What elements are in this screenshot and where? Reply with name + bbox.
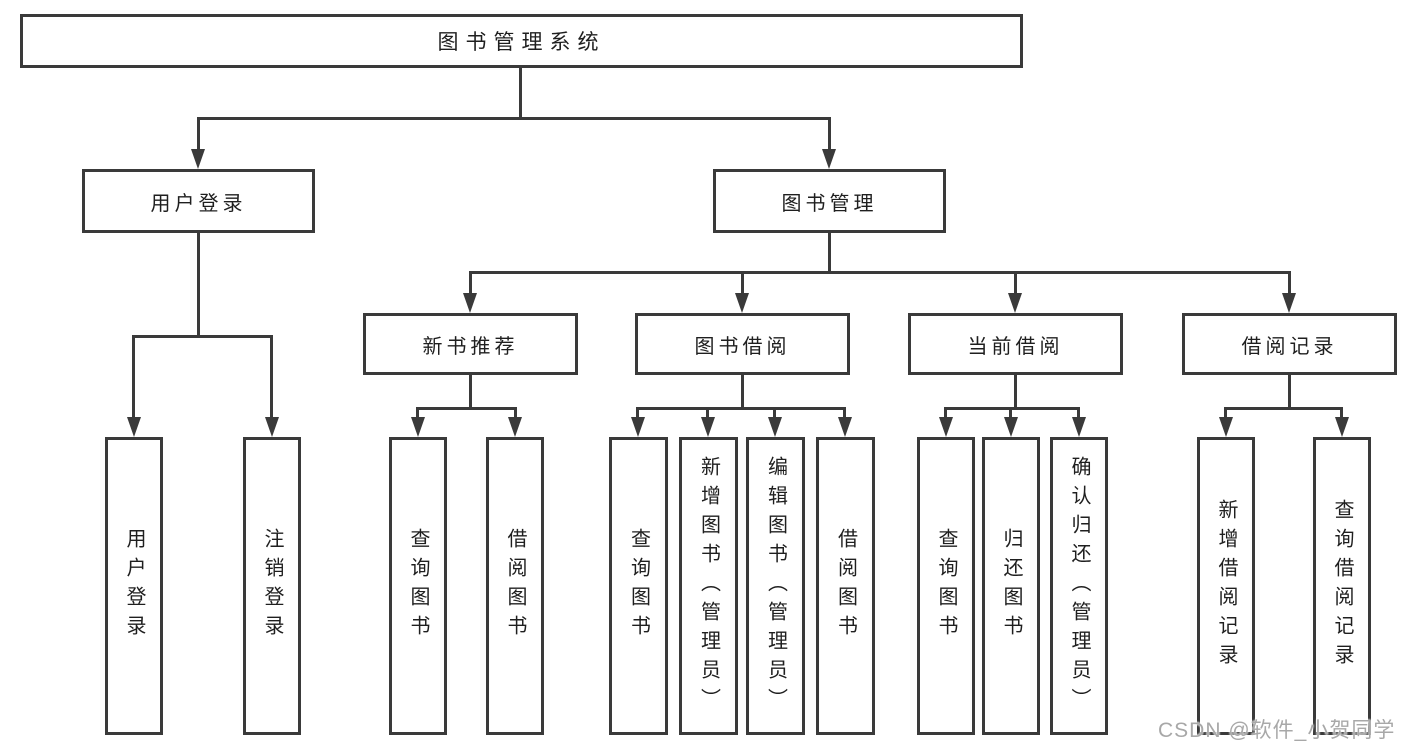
- arrowhead-down-icon: [631, 417, 645, 437]
- leaf-user-login: 用户登录: [105, 437, 163, 735]
- arrowhead-down-icon: [1008, 293, 1022, 313]
- connector-line: [197, 233, 200, 335]
- watermark: CSDN @软件_小贺同学: [1158, 719, 1396, 742]
- leaf-current-return-book-label: 归还图书: [1000, 528, 1022, 644]
- node-book-management: 图书管理: [713, 169, 946, 233]
- node-root: 图书管理系统: [20, 14, 1023, 68]
- connector-line: [636, 407, 846, 410]
- arrowhead-down-icon: [265, 417, 279, 437]
- connector-line: [828, 117, 831, 149]
- connector-line: [1224, 407, 1343, 410]
- connector-line: [828, 233, 831, 271]
- node-book-borrow-label: 图书借阅: [694, 335, 791, 358]
- arrowhead-down-icon: [735, 293, 749, 313]
- connector-line: [416, 407, 419, 417]
- node-current-borrow: 当前借阅: [908, 313, 1123, 375]
- leaf-borrow-add-book-admin-label: 新增图书（管理员）: [697, 455, 720, 717]
- leaf-newrec-borrow-book-label: 借阅图书: [504, 528, 526, 644]
- leaf-newrec-borrow-book: 借阅图书: [486, 437, 544, 735]
- node-borrow-records-label: 借阅记录: [1241, 335, 1338, 358]
- arrowhead-down-icon: [1335, 417, 1349, 437]
- node-borrow-records: 借阅记录: [1182, 313, 1397, 375]
- leaf-current-confirm-return-admin: 确认归还（管理员）: [1050, 437, 1108, 735]
- connector-line: [1014, 375, 1017, 407]
- leaf-newrec-query-book-label: 查询图书: [407, 528, 429, 644]
- arrowhead-down-icon: [822, 149, 836, 169]
- arrowhead-down-icon: [768, 417, 782, 437]
- node-user-login-label: 用户登录: [150, 192, 247, 215]
- arrowhead-down-icon: [1282, 293, 1296, 313]
- arrowhead-down-icon: [508, 417, 522, 437]
- leaf-borrow-edit-book-admin: 编辑图书（管理员）: [746, 437, 805, 735]
- leaf-borrow-query-book: 查询图书: [609, 437, 668, 735]
- connector-line: [469, 271, 472, 293]
- node-root-label: 图书管理系统: [437, 31, 606, 54]
- connector-line: [270, 335, 273, 417]
- connector-line: [636, 407, 639, 417]
- connector-line: [1288, 375, 1291, 407]
- leaf-current-query-book: 查询图书: [917, 437, 975, 735]
- connector-line: [1340, 407, 1343, 417]
- node-new-book-recommend-label: 新书推荐: [422, 335, 519, 358]
- connector-line: [197, 117, 200, 149]
- node-book-management-label: 图书管理: [781, 192, 878, 215]
- connector-line: [519, 68, 522, 117]
- arrowhead-down-icon: [701, 417, 715, 437]
- node-new-book-recommend: 新书推荐: [363, 313, 578, 375]
- connector-line: [132, 335, 273, 338]
- node-book-borrow: 图书借阅: [635, 313, 850, 375]
- leaf-borrow-add-book-admin: 新增图书（管理员）: [679, 437, 738, 735]
- leaf-records-add-record-label: 新增借阅记录: [1215, 499, 1237, 673]
- leaf-borrow-borrow-book-label: 借阅图书: [834, 528, 857, 644]
- arrowhead-down-icon: [838, 417, 852, 437]
- leaf-records-query-record: 查询借阅记录: [1313, 437, 1371, 735]
- leaf-user-login-label: 用户登录: [123, 528, 145, 644]
- connector-line: [514, 407, 517, 417]
- connector-line: [843, 407, 846, 417]
- arrowhead-down-icon: [411, 417, 425, 437]
- connector-line: [1224, 407, 1227, 417]
- connector-line: [469, 375, 472, 407]
- arrowhead-down-icon: [1219, 417, 1233, 437]
- arrowhead-down-icon: [463, 293, 477, 313]
- connector-line: [132, 335, 135, 417]
- leaf-records-add-record: 新增借阅记录: [1197, 437, 1255, 735]
- arrowhead-down-icon: [127, 417, 141, 437]
- arrowhead-down-icon: [191, 149, 205, 169]
- connector-line: [944, 407, 1080, 410]
- connector-line: [469, 271, 1291, 274]
- node-current-borrow-label: 当前借阅: [967, 335, 1064, 358]
- connector-line: [741, 271, 744, 293]
- connector-line: [1014, 271, 1017, 293]
- leaf-borrow-edit-book-admin-label: 编辑图书（管理员）: [764, 455, 787, 717]
- connector-line: [1077, 407, 1080, 417]
- connector-line: [197, 117, 831, 120]
- leaf-current-confirm-return-admin-label: 确认归还（管理员）: [1068, 455, 1090, 717]
- leaf-newrec-query-book: 查询图书: [389, 437, 447, 735]
- arrowhead-down-icon: [1072, 417, 1086, 437]
- arrowhead-down-icon: [939, 417, 953, 437]
- arrowhead-down-icon: [1004, 417, 1018, 437]
- leaf-current-query-book-label: 查询图书: [935, 528, 957, 644]
- connector-line: [773, 407, 776, 417]
- leaf-current-return-book: 归还图书: [982, 437, 1040, 735]
- leaf-borrow-borrow-book: 借阅图书: [816, 437, 875, 735]
- node-user-login: 用户登录: [82, 169, 315, 233]
- connector-line: [944, 407, 947, 417]
- connector-line: [706, 407, 709, 417]
- leaf-logout-login: 注销登录: [243, 437, 301, 735]
- connector-line: [1009, 407, 1012, 417]
- leaf-logout-login-label: 注销登录: [261, 528, 283, 644]
- connector-line: [416, 407, 517, 410]
- connector-line: [1288, 271, 1291, 293]
- leaf-records-query-record-label: 查询借阅记录: [1331, 499, 1353, 673]
- leaf-borrow-query-book-label: 查询图书: [627, 528, 650, 644]
- connector-line: [741, 375, 744, 407]
